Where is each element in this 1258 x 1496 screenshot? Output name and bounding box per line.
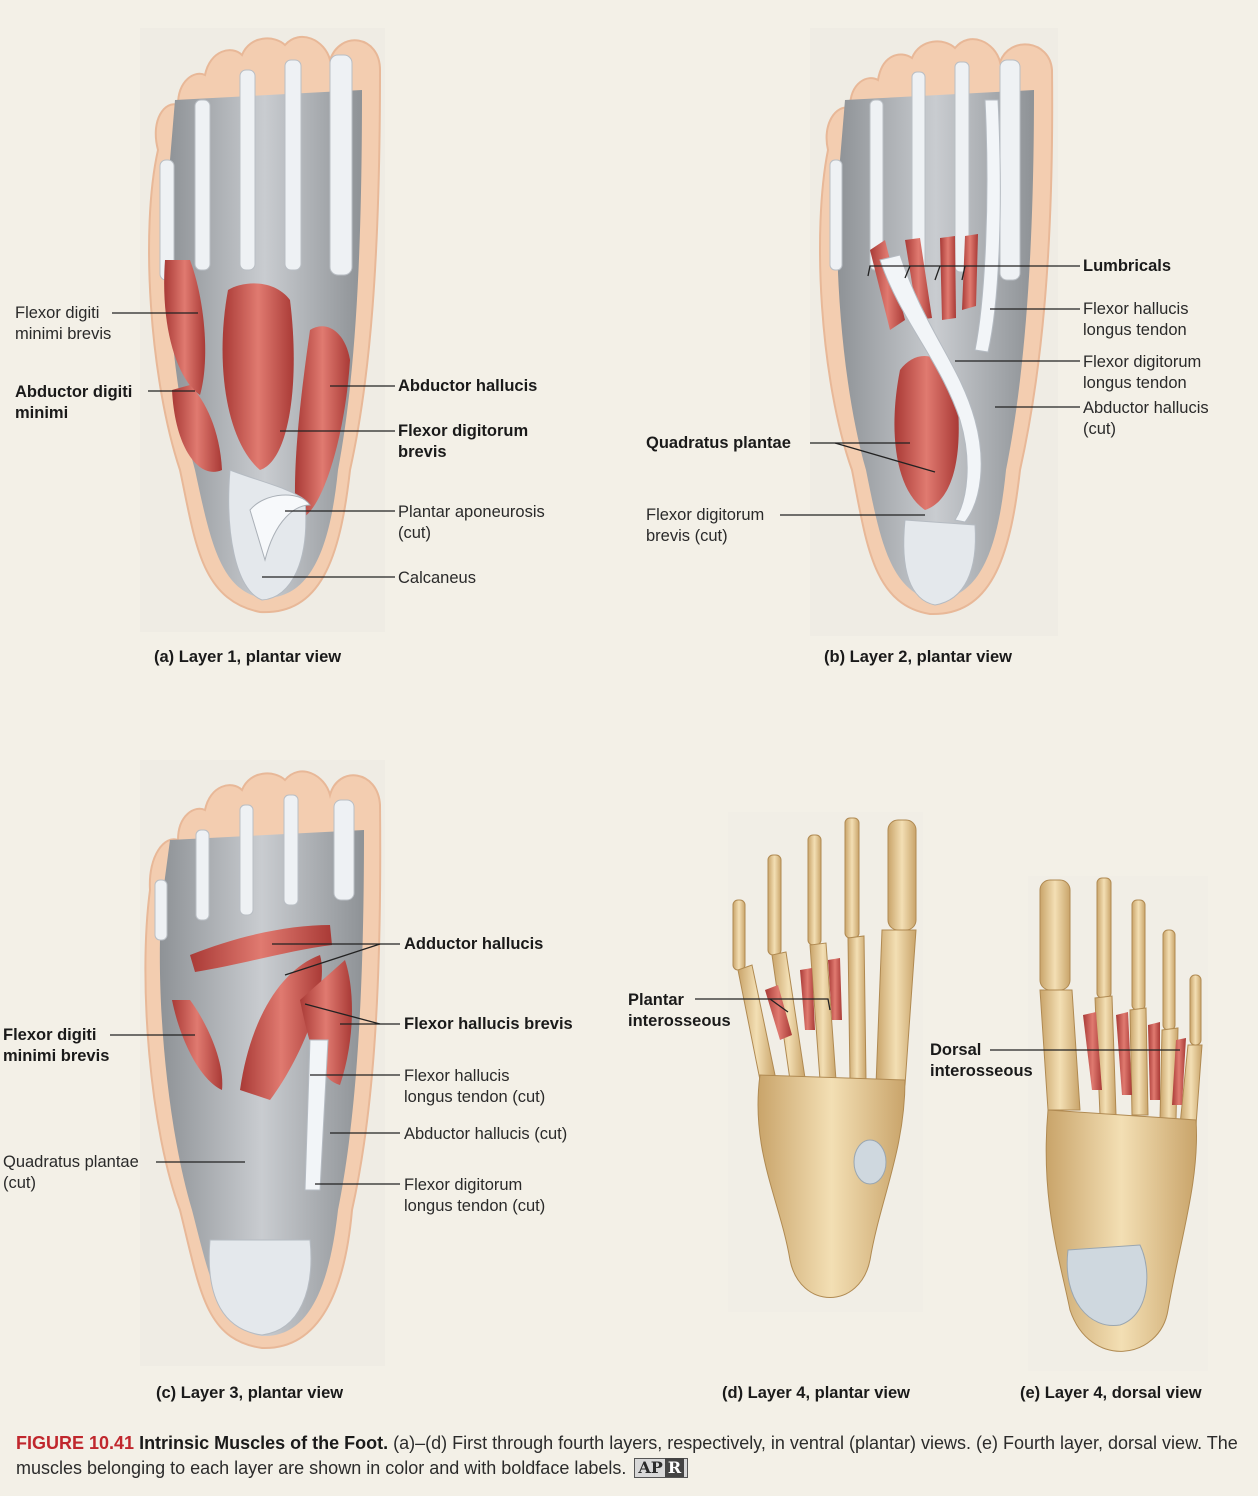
label-b-flexor-digitorum-brevis-cut: Flexor digitorum brevis (cut): [646, 506, 765, 545]
label-c-quadratus-plantae-cut: Quadratus plantae (cut): [3, 1153, 139, 1192]
caption-a: (a) Layer 1, plantar view: [154, 648, 342, 666]
apr-badge-r: R: [664, 1458, 685, 1477]
label-a-abductor-digiti-minimi: Abductor digiti minimi: [15, 383, 133, 422]
foot-e-skeleton: [1028, 876, 1208, 1371]
apr-badge-ap: AP: [638, 1458, 663, 1477]
label-d-plantar-interosseous: Plantar interosseous: [628, 991, 731, 1030]
foot-a-illustration: [140, 28, 385, 632]
label-a-flexor-digitorum-brevis: Flexor digitorum brevis: [398, 422, 529, 461]
figure-text: (a)–(d) First through fourth layers, res…: [16, 1433, 1238, 1478]
label-a-flexor-digiti-minimi-brevis: Flexor digiti minimi brevis: [15, 304, 112, 343]
label-c-adductor-hallucis: Adductor hallucis: [404, 935, 544, 953]
label-e-dorsal-interosseous: Dorsal interosseous: [930, 1041, 1033, 1080]
foot-c-illustration: [140, 760, 385, 1366]
label-c-abductor-hallucis-cut: Abductor hallucis (cut): [404, 1125, 568, 1143]
caption-b: (b) Layer 2, plantar view: [824, 648, 1012, 666]
foot-d-skeleton: [728, 812, 923, 1312]
label-b-abductor-hallucis-cut: Abductor hallucis (cut): [1083, 399, 1209, 438]
foot-b-illustration: [810, 28, 1058, 636]
label-c-flexor-hallucis-longus-tendon-cut: Flexor hallucis longus tendon (cut): [404, 1067, 546, 1106]
caption-d: (d) Layer 4, plantar view: [722, 1384, 910, 1402]
label-b-flexor-digitorum-longus-tendon: Flexor digitorum longus tendon: [1083, 353, 1202, 392]
label-b-flexor-hallucis-longus-tendon: Flexor hallucis longus tendon: [1083, 300, 1189, 339]
label-b-quadratus-plantae: Quadratus plantae: [646, 434, 791, 452]
label-a-plantar-aponeurosis: Plantar aponeurosis (cut): [398, 503, 545, 542]
figure-caption: FIGURE 10.41 Intrinsic Muscles of the Fo…: [16, 1431, 1241, 1481]
label-a-calcaneus: Calcaneus: [398, 569, 476, 587]
label-b-lumbricals: Lumbricals: [1083, 257, 1172, 275]
figure-number: FIGURE 10.41: [16, 1433, 135, 1453]
figure-title: Intrinsic Muscles of the Foot.: [139, 1433, 389, 1453]
label-c-flexor-hallucis-brevis: Flexor hallucis brevis: [404, 1015, 573, 1033]
label-c-flexor-digitorum-longus-tendon-cut: Flexor digitorum longus tendon (cut): [404, 1176, 546, 1215]
label-c-flexor-digiti-minimi-brevis: Flexor digiti minimi brevis: [3, 1026, 110, 1065]
caption-c: (c) Layer 3, plantar view: [156, 1384, 344, 1402]
caption-e: (e) Layer 4, dorsal view: [1020, 1384, 1202, 1402]
label-a-abductor-hallucis: Abductor hallucis: [398, 377, 538, 395]
